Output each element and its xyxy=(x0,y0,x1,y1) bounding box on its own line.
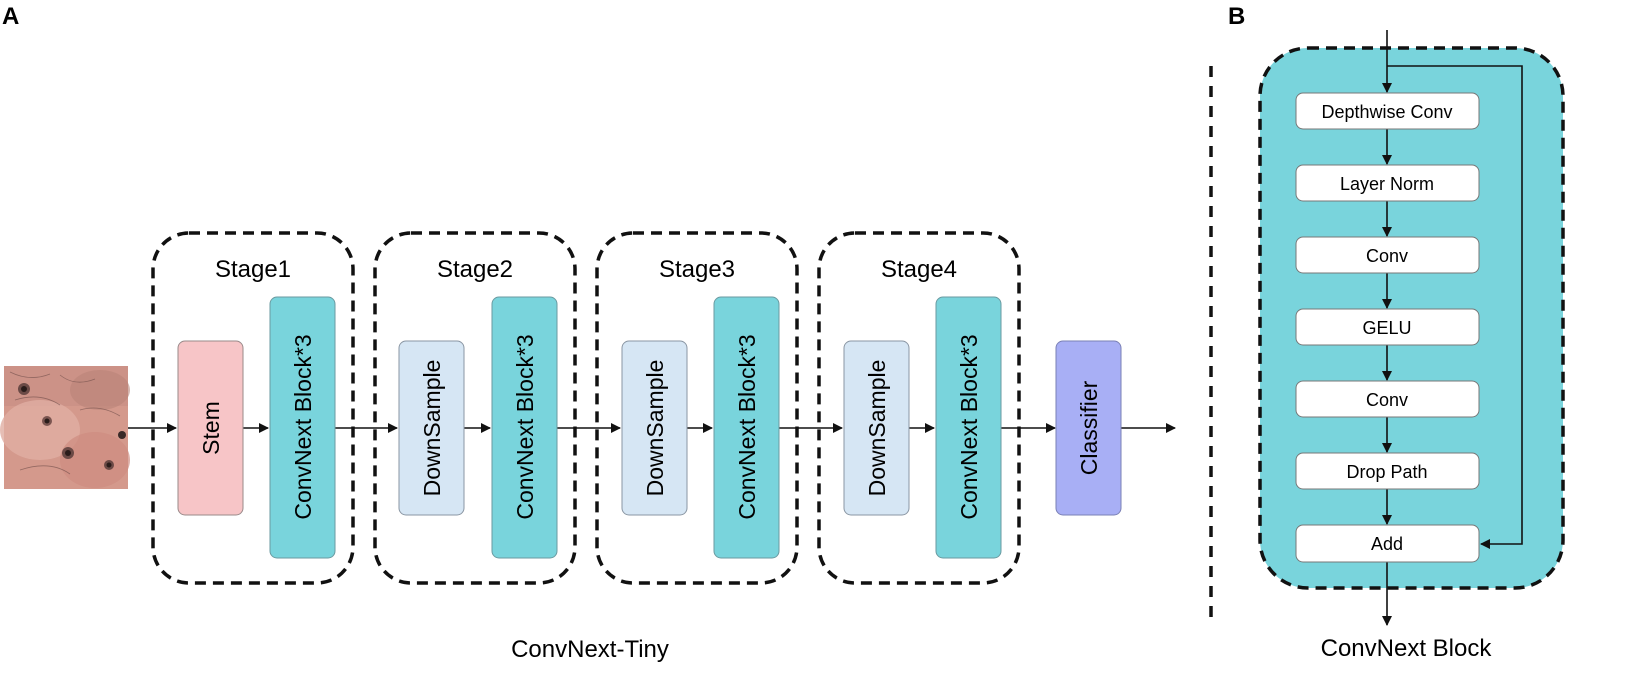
downsample-block-stage-2-label: DownSample xyxy=(419,360,445,497)
convnext-block-stage-1-label: ConvNext Block*3 xyxy=(290,334,316,519)
layer-gelu: GELU xyxy=(1295,308,1480,346)
convnext-block-stage-3-label: ConvNext Block*3 xyxy=(734,334,760,519)
stage-2-label: Stage2 xyxy=(437,256,513,283)
stem-block-label: Stem xyxy=(198,401,224,455)
convnext-block-stage-4-label: ConvNext Block*3 xyxy=(956,334,982,519)
layer-gelu-label: GELU xyxy=(1362,318,1411,338)
stage-4-label: Stage4 xyxy=(881,256,957,283)
input-image xyxy=(0,366,130,489)
convnext-block-stage-3: ConvNext Block*3 xyxy=(713,296,780,559)
convnext-block-stage-2-label: ConvNext Block*3 xyxy=(512,334,538,519)
layer-depthwise-conv: Depthwise Conv xyxy=(1295,92,1480,130)
block-arrows xyxy=(1382,30,1523,626)
convnext-block-stage-2: ConvNext Block*3 xyxy=(491,296,558,559)
stage-2: Stage2 DownSample ConvNext Block*3 xyxy=(373,231,577,585)
stage-3: Stage3 DownSample ConvNext Block*3 xyxy=(595,231,799,585)
layer-conv-2: Conv xyxy=(1295,380,1480,418)
stage-4: Stage4 DownSample ConvNext Block*3 xyxy=(817,231,1021,585)
layer-add: Add xyxy=(1295,524,1480,563)
stage-3-label: Stage3 xyxy=(659,256,735,283)
panel-a-letter: A xyxy=(2,3,19,30)
layer-depthwise-conv-label: Depthwise Conv xyxy=(1321,102,1452,122)
layer-layer-norm: Layer Norm xyxy=(1295,164,1480,202)
stage-1-label: Stage1 xyxy=(215,256,291,283)
downsample-block-stage-4: DownSample xyxy=(843,340,910,516)
classifier-block-label: Classifier xyxy=(1076,380,1102,475)
layer-conv-2-label: Conv xyxy=(1366,390,1408,410)
panel-b-letter: B xyxy=(1228,3,1245,30)
convnext-block-stage-4: ConvNext Block*3 xyxy=(935,296,1002,559)
layer-layer-norm-label: Layer Norm xyxy=(1340,174,1434,194)
downsample-block-stage-2: DownSample xyxy=(398,340,465,516)
stage-1: Stage1 Stem ConvNext Block*3 xyxy=(151,231,355,585)
layer-drop-path: Drop Path xyxy=(1295,452,1480,490)
layer-add-label: Add xyxy=(1371,534,1403,554)
layer-conv-1-label: Conv xyxy=(1366,246,1408,266)
downsample-block-stage-3-label: DownSample xyxy=(642,360,668,497)
layer-conv-1: Conv xyxy=(1295,236,1480,274)
panel-a-caption: ConvNext-Tiny xyxy=(511,636,669,663)
panel-b-caption: ConvNext Block xyxy=(1321,635,1493,662)
downsample-block-stage-4-label: DownSample xyxy=(864,360,890,497)
convnext-block-stage-1: ConvNext Block*3 xyxy=(269,296,336,559)
downsample-block-stage-3: DownSample xyxy=(621,340,688,516)
layer-drop-path-label: Drop Path xyxy=(1346,462,1427,482)
stem-block: Stem xyxy=(177,340,244,516)
classifier-block: Classifier xyxy=(1055,340,1122,516)
